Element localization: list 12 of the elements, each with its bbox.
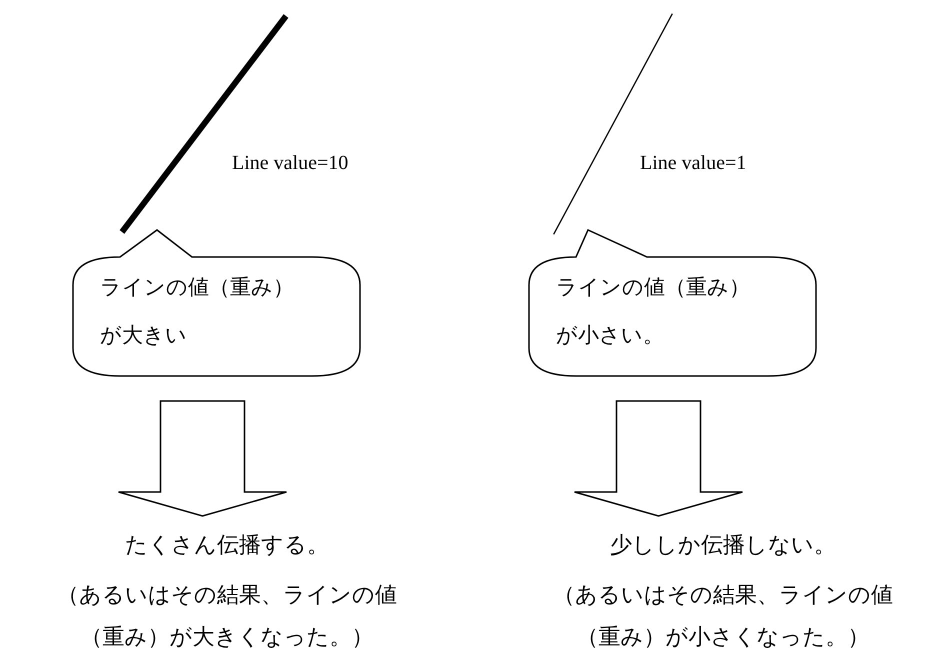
callout-text: ラインの値（重み）が大きい <box>100 274 295 349</box>
line-value-label: Line value=1 <box>640 152 746 175</box>
line-value-label: Line value=10 <box>232 152 348 175</box>
callout-text: ラインの値（重み）が小さい。 <box>556 274 751 349</box>
note-text: （あるいはその結果、ラインの値（重み）が小さくなった。） <box>552 581 894 651</box>
speech-bubble <box>528 229 817 377</box>
result-text: たくさん伝播する。 <box>124 531 330 559</box>
block-arrow <box>574 400 744 517</box>
block-arrow <box>118 400 288 517</box>
result-text: 少ししか伝播しない。 <box>609 531 837 559</box>
speech-bubble <box>72 229 361 377</box>
note-text: （あるいはその結果、ラインの値（重み）が大きくなった。） <box>56 581 398 651</box>
